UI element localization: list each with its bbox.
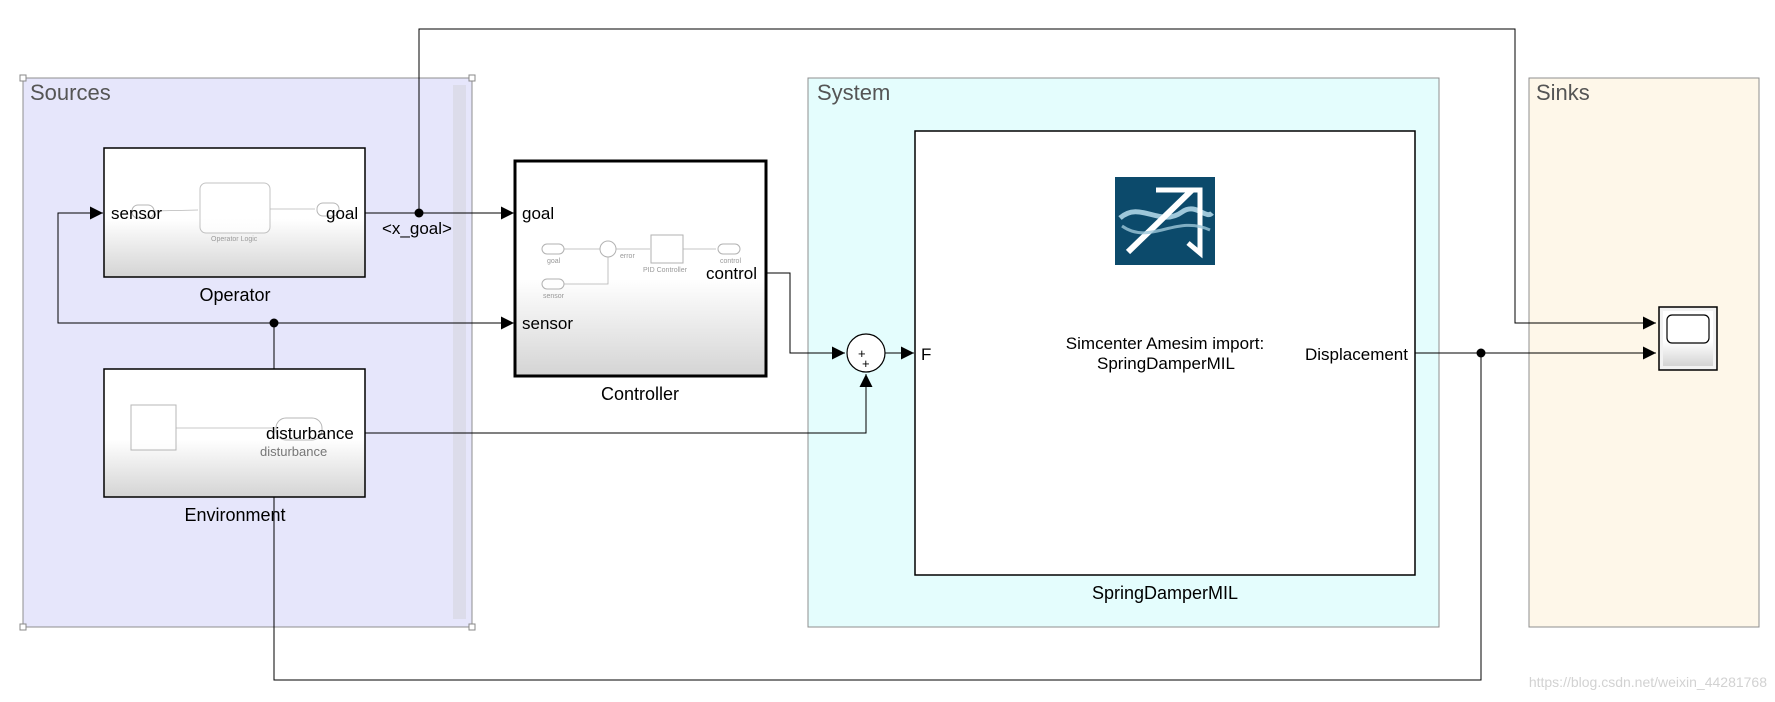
- resize-handle[interactable]: [468, 74, 476, 82]
- sinks-area-title: Sinks: [1536, 80, 1590, 105]
- signal-line-feedback[interactable]: [273, 323, 1482, 681]
- operator-block-name: Operator: [199, 285, 270, 305]
- operator-in-port-sensor: sensor: [111, 204, 162, 223]
- operator-subsystem-preview: Operator Logic: [131, 182, 340, 243]
- system-area-title: System: [817, 80, 890, 105]
- controller-inner-goal-label: goal: [547, 258, 561, 265]
- controller-inner-control-label: control: [720, 258, 741, 265]
- spring-damper-block-name: SpringDamperMIL: [1092, 583, 1238, 603]
- branch-point: [269, 318, 279, 328]
- controller-in-port-sensor: sensor: [522, 314, 573, 333]
- controller-in-port-goal: goal: [522, 204, 554, 223]
- resize-handle[interactable]: [468, 623, 476, 631]
- environment-subsystem-preview: [130, 404, 323, 451]
- spring-damper-block[interactable]: F Simcenter Amesim import: SpringDamperM…: [914, 130, 1416, 603]
- branch-point: [1476, 348, 1486, 358]
- spring-damper-center-line1: Simcenter Amesim import:: [1066, 334, 1264, 353]
- watermark-url: https://blog.csdn.net/weixin_44281768: [1528, 674, 1767, 690]
- operator-out-port-goal: goal: [326, 204, 358, 223]
- x-goal-signal-label[interactable]: <x_goal>: [382, 219, 452, 238]
- controller-inner-sensor-label: sensor: [543, 293, 565, 300]
- controller-block-name: Controller: [601, 384, 679, 404]
- operator-logic-label: Operator Logic: [211, 236, 258, 243]
- simcenter-amesim-logo-icon: [1115, 177, 1215, 265]
- environment-inner-disturbance-label: disturbance: [260, 444, 327, 459]
- sum-sign-left: +: [858, 346, 866, 361]
- resize-handle[interactable]: [19, 623, 27, 631]
- signal-line-disturbance[interactable]: [365, 374, 873, 434]
- controller-inner-error-label: error: [620, 253, 635, 260]
- controller-subsystem-preview: goal sensor error PID Controller control: [541, 234, 741, 300]
- signal-line-sensor-to-operator[interactable]: [57, 206, 274, 324]
- sum-block[interactable]: + +: [846, 333, 886, 373]
- sum-sign-bottom: +: [862, 356, 870, 371]
- resize-handle[interactable]: [19, 74, 27, 82]
- signal-lines: [57, 28, 1656, 681]
- environment-block-name: Environment: [184, 505, 285, 525]
- scope-block[interactable]: [1658, 306, 1718, 371]
- branch-point: [414, 208, 424, 218]
- spring-damper-center-line2: SpringDamperMIL: [1097, 354, 1235, 373]
- spring-damper-out-port-displacement: Displacement: [1305, 345, 1408, 364]
- controller-block[interactable]: goal sensor error PID Controller control…: [513, 159, 768, 404]
- environment-block[interactable]: disturbance disturbance Environment: [103, 368, 366, 525]
- signal-line-x-goal-to-scope[interactable]: [418, 28, 1656, 330]
- signal-line-control[interactable]: [765, 272, 845, 360]
- operator-block[interactable]: Operator Logic sensor goal Operator: [103, 147, 366, 305]
- environment-out-port-disturbance: disturbance: [266, 424, 354, 443]
- controller-out-port-control: control: [706, 264, 757, 283]
- controller-inner-pid-label: PID Controller: [643, 267, 688, 274]
- scope-icon: [1666, 314, 1710, 344]
- spring-damper-in-port-f: F: [921, 345, 931, 364]
- sources-area-title: Sources: [30, 80, 111, 105]
